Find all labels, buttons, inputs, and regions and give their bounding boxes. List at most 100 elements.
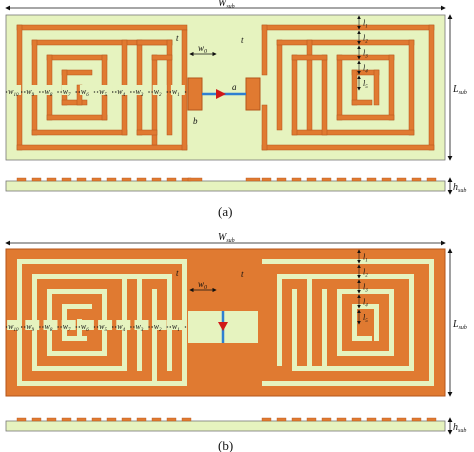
side-metal-block [336, 417, 347, 422]
width-label: w4 [117, 87, 125, 98]
width-label: w7 [63, 322, 71, 333]
side-metal-block [121, 177, 132, 182]
length-label: l2 [363, 34, 368, 45]
width-label-background [25, 85, 40, 95]
side-metal-block [426, 177, 437, 182]
width-label: w10 [8, 87, 19, 98]
l-sub-label-b: Lsub [452, 319, 467, 331]
width-label-background [116, 320, 131, 330]
length-label: l4 [363, 64, 368, 75]
port-arrow-b [218, 322, 228, 331]
side-metal-block [276, 177, 287, 182]
length-label: l1 [363, 19, 368, 30]
port-arrow-a [216, 89, 226, 99]
side-metal-b [16, 417, 437, 422]
width-label-background [61, 320, 76, 330]
width-label: w8 [45, 87, 53, 98]
feed-pad-right-a [245, 77, 261, 111]
side-metal-block [396, 177, 407, 182]
t-label-b: t [176, 268, 179, 278]
length-label: l4 [363, 298, 368, 309]
side-metal-block [321, 417, 332, 422]
side-metal-block [396, 417, 407, 422]
side-metal-block [321, 177, 332, 182]
width-label-background [98, 85, 113, 95]
side-metal-block [121, 417, 132, 422]
width-label: w2 [154, 87, 162, 98]
w0-label-b: w0 [198, 279, 207, 291]
width-label-background [152, 85, 167, 95]
h-sub-label-a: hsub [453, 182, 466, 194]
width-label: w4 [117, 322, 125, 333]
side-metal-block [106, 417, 117, 422]
width-label-background [134, 85, 149, 95]
side-metal-block [291, 177, 302, 182]
side-metal-block [91, 417, 102, 422]
width-label-background [61, 85, 76, 95]
width-label-background [134, 320, 149, 330]
width-label: w9 [26, 87, 34, 98]
width-label: w9 [26, 322, 34, 333]
width-label: w5 [99, 87, 107, 98]
side-metal-block [276, 417, 287, 422]
substrate-side-view-a [5, 180, 446, 192]
side-metal-block [31, 417, 42, 422]
width-label-background [116, 85, 131, 95]
side-metal-block [136, 417, 147, 422]
feed-pad-left-a [187, 77, 203, 111]
side-metal-block [306, 177, 317, 182]
side-metal-block [336, 177, 347, 182]
w-sub-label-a: Wsub [218, 0, 235, 10]
side-metal-block [261, 177, 272, 182]
width-label-background [170, 85, 185, 95]
h-sub-label-b: hsub [453, 422, 466, 434]
l-sub-label-a: Lsub [452, 84, 467, 96]
width-label: w1 [172, 87, 180, 98]
side-feed-pad [245, 177, 261, 182]
side-metal-block [166, 417, 177, 422]
side-metal-block [181, 417, 192, 422]
caption-a: (a) [218, 204, 232, 219]
side-metal-block [46, 417, 57, 422]
a-label: a [232, 82, 237, 92]
side-metal-block [91, 177, 102, 182]
width-label-background [43, 320, 58, 330]
side-metal-block [351, 417, 362, 422]
side-metal-block [151, 177, 162, 182]
width-label-background [152, 320, 167, 330]
substrate-side-view-b [5, 420, 446, 432]
width-label-background [98, 320, 113, 330]
width-label-background [79, 320, 94, 330]
side-metal-block [76, 417, 87, 422]
side-metal-block [261, 417, 272, 422]
width-label: w1 [172, 322, 180, 333]
side-metal-block [16, 177, 27, 182]
side-metal-block [106, 177, 117, 182]
side-metal-block [366, 177, 377, 182]
side-metal-block [426, 417, 437, 422]
w-sub-label-b: Wsub [218, 232, 235, 244]
length-label: l2 [363, 268, 368, 279]
width-label: w2 [154, 322, 162, 333]
side-metal-block [61, 417, 72, 422]
length-label: l5 [363, 313, 368, 324]
width-label: w7 [63, 87, 71, 98]
width-label: w10 [8, 322, 19, 333]
side-metal-block [46, 177, 57, 182]
width-label-background [43, 85, 58, 95]
side-metal-block [31, 177, 42, 182]
side-metal-block [76, 177, 87, 182]
caption-b: (b) [218, 438, 233, 452]
w0-label-a: w0 [198, 43, 207, 55]
side-metal-block [151, 417, 162, 422]
side-metal-block [381, 177, 392, 182]
length-label: l5 [363, 79, 368, 90]
side-metal-block [381, 417, 392, 422]
right-spiral-a [261, 24, 435, 151]
